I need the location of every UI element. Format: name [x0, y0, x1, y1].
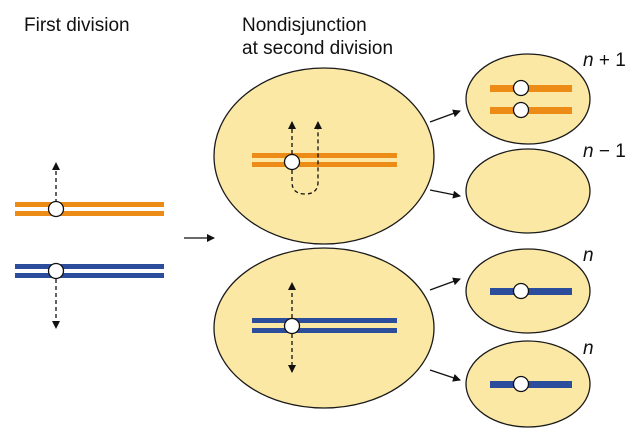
arrow-to-daughter-n-third: [429, 277, 461, 291]
chromatid-bar: [490, 107, 572, 114]
upper-second-division-cell: [213, 67, 435, 245]
chromatid-bar: [490, 288, 572, 295]
chromatid-bar: [15, 273, 164, 278]
first-division-orange-chromosome: [15, 162, 164, 218]
chromatid-bar: [15, 264, 164, 269]
chromatid-bar: [252, 162, 397, 167]
arrow-to-daughter-n-plus-1: [429, 109, 461, 123]
daughter-cell-n-third: [465, 248, 591, 334]
chromatid-bar: [252, 153, 397, 158]
ploidy-label-n-third: n: [583, 245, 594, 266]
centromere: [512, 79, 530, 97]
arrow-to-daughter-n-minus-1: [429, 189, 461, 199]
chromatid-bar: [252, 318, 397, 323]
ploidy-label-n-fourth: n: [583, 338, 594, 359]
centromere: [47, 262, 65, 280]
nondisjunction-label-line1: Nondisjunction: [242, 15, 367, 36]
centromere: [47, 200, 65, 218]
ploidy-label-n-plus-1: n + 1: [583, 50, 626, 71]
chromatid-bar: [490, 381, 572, 388]
centromere: [512, 375, 530, 393]
centromere: [283, 317, 301, 335]
chromatid-bar: [252, 328, 397, 333]
first-division-label: First division: [24, 15, 130, 36]
ploidy-label-n-minus-1: n − 1: [583, 141, 626, 162]
centromere: [283, 153, 301, 171]
daughter-cell-n-minus-1: [465, 148, 591, 234]
lower-second-division-cell: [213, 247, 435, 409]
nondisjunction-label-line2: at second division: [242, 38, 394, 59]
daughter-cell-n-plus-1: [465, 53, 591, 145]
first-division-blue-chromosome: [15, 262, 164, 329]
daughter-cell-n-fourth: [465, 340, 591, 428]
centromere: [512, 101, 530, 119]
chromatid-bar: [15, 211, 164, 216]
chromatid-bar: [15, 202, 164, 207]
centromere: [512, 282, 530, 300]
chromatid-bar: [490, 85, 572, 92]
arrow-to-daughter-n-fourth: [429, 369, 461, 382]
